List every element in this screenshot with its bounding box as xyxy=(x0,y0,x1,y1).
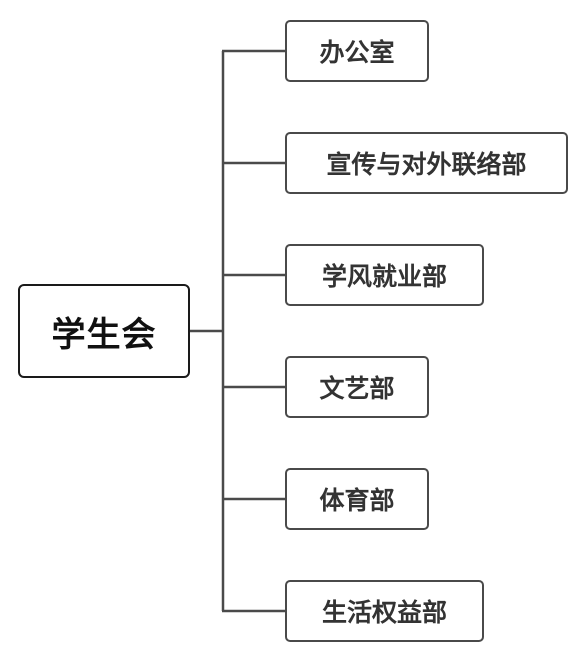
child-node-3: 学风就业部 xyxy=(285,244,484,306)
child-node-label: 生活权益部 xyxy=(321,598,447,627)
child-node-6: 生活权益部 xyxy=(285,580,484,642)
child-node-label: 文艺部 xyxy=(319,374,395,403)
child-node-2: 宣传与对外联络部 xyxy=(285,132,568,194)
child-node-1: 办公室 xyxy=(285,20,429,82)
child-node-label: 宣传与对外联络部 xyxy=(326,150,527,179)
child-node-label: 学风就业部 xyxy=(321,262,447,291)
child-node-label: 体育部 xyxy=(319,486,395,515)
child-node-5: 体育部 xyxy=(285,468,429,530)
root-node-label: 学生会 xyxy=(51,314,157,355)
child-node-label: 办公室 xyxy=(319,38,395,67)
root-node: 学生会 xyxy=(18,284,190,378)
child-node-4: 文艺部 xyxy=(285,356,429,418)
